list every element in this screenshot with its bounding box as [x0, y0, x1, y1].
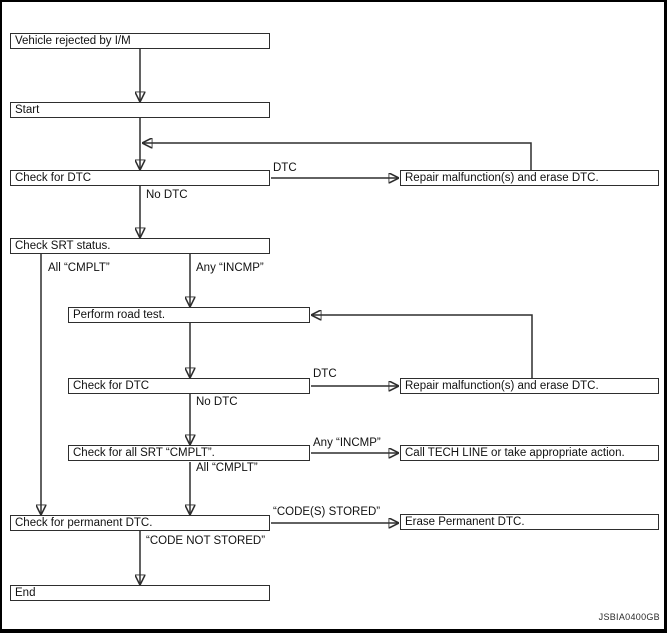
node-check-srt-status-label: Check SRT status.: [15, 239, 111, 252]
node-perform-road-test-label: Perform road test.: [73, 308, 166, 321]
node-start: Start: [10, 102, 270, 118]
edge-label-any-incmp-1: Any “INCMP”: [196, 262, 264, 274]
edge-label-no-dtc-1: No DTC: [146, 189, 188, 201]
node-check-dtc-2: Check for DTC: [68, 378, 310, 394]
node-check-srt-status: Check SRT status.: [10, 238, 270, 254]
node-call-tech-line-label: Call TECH LINE or take appropriate actio…: [405, 446, 625, 459]
node-erase-permanent-dtc: Erase Permanent DTC.: [400, 514, 659, 530]
edge-label-code-not-stored: “CODE NOT STORED”: [146, 535, 266, 547]
edge-label-any-incmp-2: Any “INCMP”: [313, 437, 381, 449]
node-check-dtc-1-label: Check for DTC: [15, 171, 92, 184]
node-check-all-srt-cmplt-label: Check for all SRT “CMPLT”.: [73, 446, 215, 459]
node-call-tech-line: Call TECH LINE or take appropriate actio…: [400, 445, 659, 461]
node-repair-erase-dtc-2: Repair malfunction(s) and erase DTC.: [400, 378, 659, 394]
node-check-permanent-dtc-label: Check for permanent DTC.: [15, 516, 153, 529]
node-repair-erase-dtc-1-label: Repair malfunction(s) and erase DTC.: [405, 171, 599, 184]
node-start-label: Start: [15, 103, 40, 116]
figure-id: JSBIA0400GB: [598, 612, 660, 622]
node-check-dtc-2-label: Check for DTC: [73, 379, 150, 392]
edge-repair-1-feedback: [143, 143, 532, 170]
node-end-label: End: [15, 586, 36, 599]
node-check-all-srt-cmplt: Check for all SRT “CMPLT”.: [68, 445, 310, 461]
node-end: End: [10, 585, 270, 601]
node-vehicle-rejected-label: Vehicle rejected by I/M: [15, 34, 131, 47]
edge-label-all-cmplt-1: All “CMPLT”: [48, 262, 110, 274]
node-repair-erase-dtc-1: Repair malfunction(s) and erase DTC.: [400, 170, 659, 186]
edge-label-dtc-2: DTC: [313, 368, 337, 380]
node-erase-permanent-dtc-label: Erase Permanent DTC.: [405, 515, 525, 528]
edge-label-all-cmplt-2: All “CMPLT”: [196, 462, 258, 474]
node-vehicle-rejected: Vehicle rejected by I/M: [10, 33, 270, 49]
edge-label-codes-stored: “CODE(S) STORED”: [273, 506, 381, 518]
edge-label-dtc-1: DTC: [273, 162, 297, 174]
node-check-permanent-dtc: Check for permanent DTC.: [10, 515, 270, 531]
node-check-dtc-1: Check for DTC: [10, 170, 270, 186]
edge-repair-2-feedback: [312, 315, 533, 378]
node-repair-erase-dtc-2-label: Repair malfunction(s) and erase DTC.: [405, 379, 599, 392]
node-perform-road-test: Perform road test.: [68, 307, 310, 323]
edge-label-no-dtc-2: No DTC: [196, 396, 238, 408]
